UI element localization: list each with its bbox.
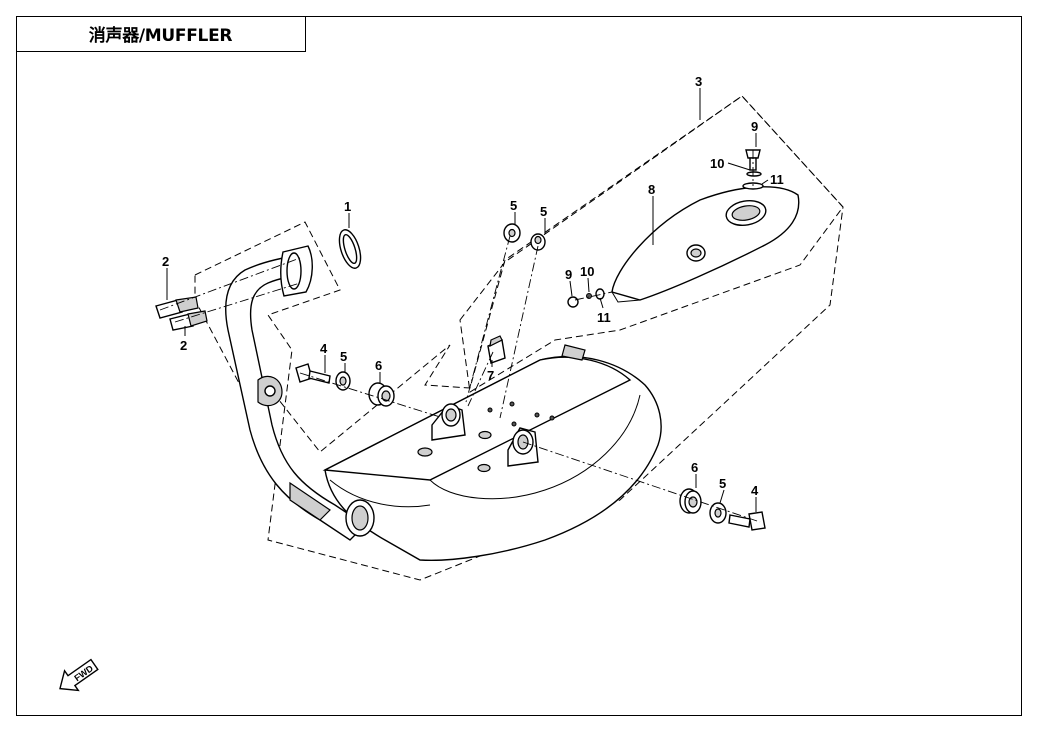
heat-shield xyxy=(611,186,800,303)
callout-2-lower: 2 xyxy=(180,338,187,353)
callout-9-top: 9 xyxy=(751,119,758,134)
assembly-outline-exhaust xyxy=(194,95,844,581)
callout-1: 1 xyxy=(344,199,351,214)
callout-7: 7 xyxy=(487,368,494,383)
callout-2-upper: 2 xyxy=(162,254,169,269)
gasket-ring xyxy=(338,229,362,269)
callout-8: 8 xyxy=(648,182,655,197)
callout-6-right: 6 xyxy=(691,460,698,475)
page-title: 消声器/MUFFLER xyxy=(88,26,233,46)
callout-4-right: 4 xyxy=(751,483,759,498)
callout-10-left: 10 xyxy=(580,264,594,279)
callout-6-left: 6 xyxy=(375,358,382,373)
clip xyxy=(487,335,506,364)
title-box: 消声器/MUFFLER xyxy=(16,16,306,52)
callout-5-left: 5 xyxy=(340,349,347,364)
callout-10-top: 10 xyxy=(710,156,724,171)
mounting-hardware-left xyxy=(295,223,546,407)
callout-3: 3 xyxy=(695,74,702,89)
callout-labels: 1 2 2 3 4 4 5 5 5 5 6 6 7 8 9 9 10 10 11… xyxy=(162,74,784,498)
callout-11-top: 11 xyxy=(770,172,784,187)
callout-11-left: 11 xyxy=(597,310,611,325)
callout-5-top-b: 5 xyxy=(540,204,547,219)
alignment-lines xyxy=(159,150,761,523)
callout-9-left: 9 xyxy=(565,267,572,282)
fwd-arrow-icon: FWD xyxy=(59,658,99,692)
leader-lines xyxy=(166,88,769,512)
muffler-body xyxy=(322,344,662,562)
callout-5-right: 5 xyxy=(719,476,726,491)
mounting-hardware-right xyxy=(679,488,766,531)
drawing-frame xyxy=(16,16,1022,716)
callout-5-top-a: 5 xyxy=(510,198,517,213)
assembly-outline-heat-shield xyxy=(459,95,844,393)
exhaust-pipe xyxy=(225,245,367,541)
callout-4-left: 4 xyxy=(320,341,328,356)
